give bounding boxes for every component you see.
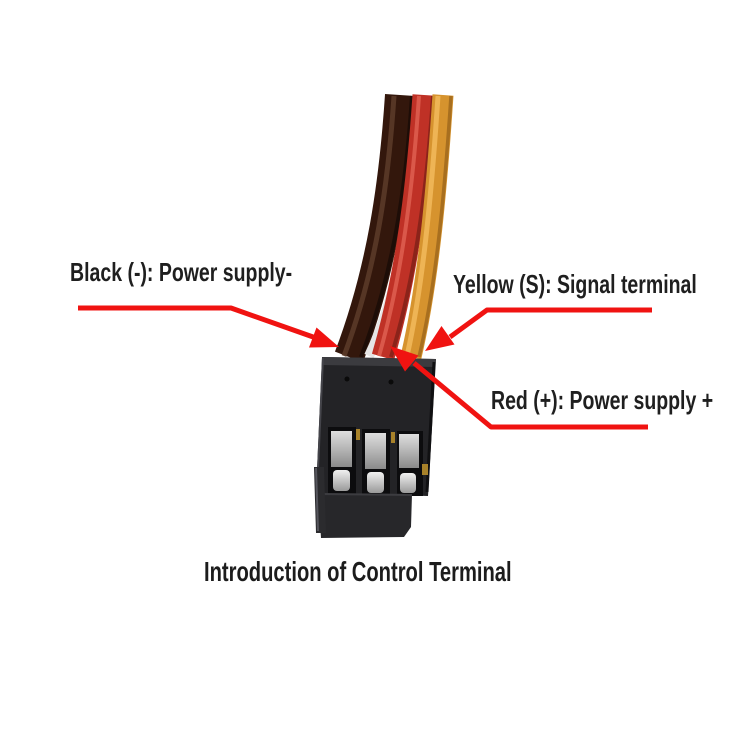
yellow-wire-label: Yellow (S): Signal terminal (453, 269, 697, 299)
yellow-arrow-head (425, 326, 455, 351)
black-arrow-line (78, 305, 317, 341)
contact-metal-1 (331, 431, 352, 467)
black-wire (334, 94, 415, 363)
brass-fleck-2 (391, 432, 395, 443)
red-arrow-line (412, 361, 648, 430)
connector-bottom-block (318, 493, 412, 538)
yellow-wire-shadow (417, 95, 453, 358)
contact-clip-2 (367, 472, 384, 493)
black-arrow-head (309, 327, 339, 348)
mold-dot-right (388, 379, 394, 385)
annotation-arrows (78, 305, 652, 430)
brass-fleck-3 (422, 464, 428, 475)
red-wire-highlight (377, 95, 421, 357)
connector-right-edge (425, 361, 436, 493)
black-wire-shadow (359, 95, 414, 358)
contact-clip-1 (333, 470, 350, 491)
contact-metal-2 (365, 433, 386, 469)
contact-clip-3 (400, 473, 416, 493)
arrow-to-black-wire (78, 305, 339, 348)
black-wire-highlight (341, 95, 397, 357)
red-wire-label: Red (+): Power supply + (491, 385, 714, 415)
servo-wires (334, 94, 454, 363)
diagram-caption: Introduction of Control Terminal (204, 556, 512, 587)
red-wire (371, 94, 436, 361)
mold-dot-left (344, 376, 350, 382)
black-wire-label: Black (-): Power supply- (70, 257, 293, 287)
yellow-wire-highlight (404, 95, 441, 357)
side-tab-highlight (315, 467, 319, 532)
red-arrow-head (390, 346, 419, 372)
contact-metal-3 (399, 434, 419, 468)
arrow-to-red-wire (390, 346, 648, 430)
yellow-wire (400, 94, 454, 360)
brass-fleck-1 (356, 429, 360, 440)
connector-housing (314, 357, 436, 538)
bottom-block-top-edge (317, 493, 413, 496)
arrow-to-yellow-wire (425, 307, 652, 351)
yellow-arrow-line (448, 307, 652, 340)
